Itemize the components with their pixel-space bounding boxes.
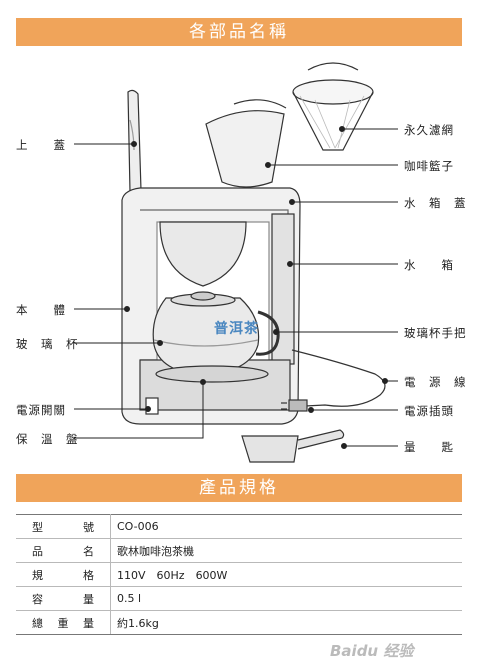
- spec-label: 型號: [32, 520, 94, 534]
- table-row: 型號 CO-006: [16, 514, 462, 539]
- table-row: 總重量 約1.6kg: [16, 610, 462, 635]
- part-label-tank-lid: 水 箱 蓋: [404, 196, 467, 210]
- coffee-maker-diagram: [74, 62, 398, 463]
- part-label-permanent-filter: 永久濾網: [404, 123, 454, 137]
- specs-table: 型號 CO-006 品名 歌林咖啡泡茶機 規格 110V 60Hz 600W 容…: [16, 514, 462, 635]
- specs-section-title: 產品規格: [16, 474, 462, 502]
- watermark: Baidu 经验: [330, 642, 414, 660]
- spec-value: 0.5 l: [110, 586, 462, 611]
- spec-label: 品名: [32, 544, 94, 558]
- part-label-power-plug: 電源插頭: [404, 404, 454, 418]
- part-label-coffee-basket: 咖啡籃子: [404, 159, 454, 173]
- spec-label: 規格: [32, 568, 94, 582]
- part-label-warming-plate: 保 溫 盤: [16, 432, 79, 446]
- table-row: 容量 0.5 l: [16, 586, 462, 611]
- part-label-water-tank: 水 箱: [404, 258, 454, 272]
- spec-label: 總重量: [32, 616, 94, 630]
- part-label-power-switch: 電源開關: [16, 403, 66, 417]
- part-label-glass-carafe: 玻 璃 杯: [16, 337, 79, 351]
- spec-value: 110V 60Hz 600W: [110, 562, 462, 587]
- part-label-carafe-handle: 玻璃杯手把: [404, 326, 467, 340]
- spec-value: 歌林咖啡泡茶機: [110, 538, 462, 563]
- parts-section-title: 各部品名稱: [16, 18, 462, 46]
- table-row: 品名 歌林咖啡泡茶機: [16, 538, 462, 563]
- table-row: 規格 110V 60Hz 600W: [16, 562, 462, 587]
- overlay-text: 普洱茶: [214, 321, 259, 337]
- spec-label: 容量: [32, 592, 94, 606]
- spec-value: 約1.6kg: [110, 610, 462, 635]
- part-label-lid: 上 蓋: [16, 138, 66, 152]
- part-label-measuring-scoop: 量 匙: [404, 440, 454, 454]
- part-label-power-cord: 電 源 線: [404, 375, 467, 389]
- part-label-body: 本 體: [16, 303, 66, 317]
- spec-value: CO-006: [110, 514, 462, 539]
